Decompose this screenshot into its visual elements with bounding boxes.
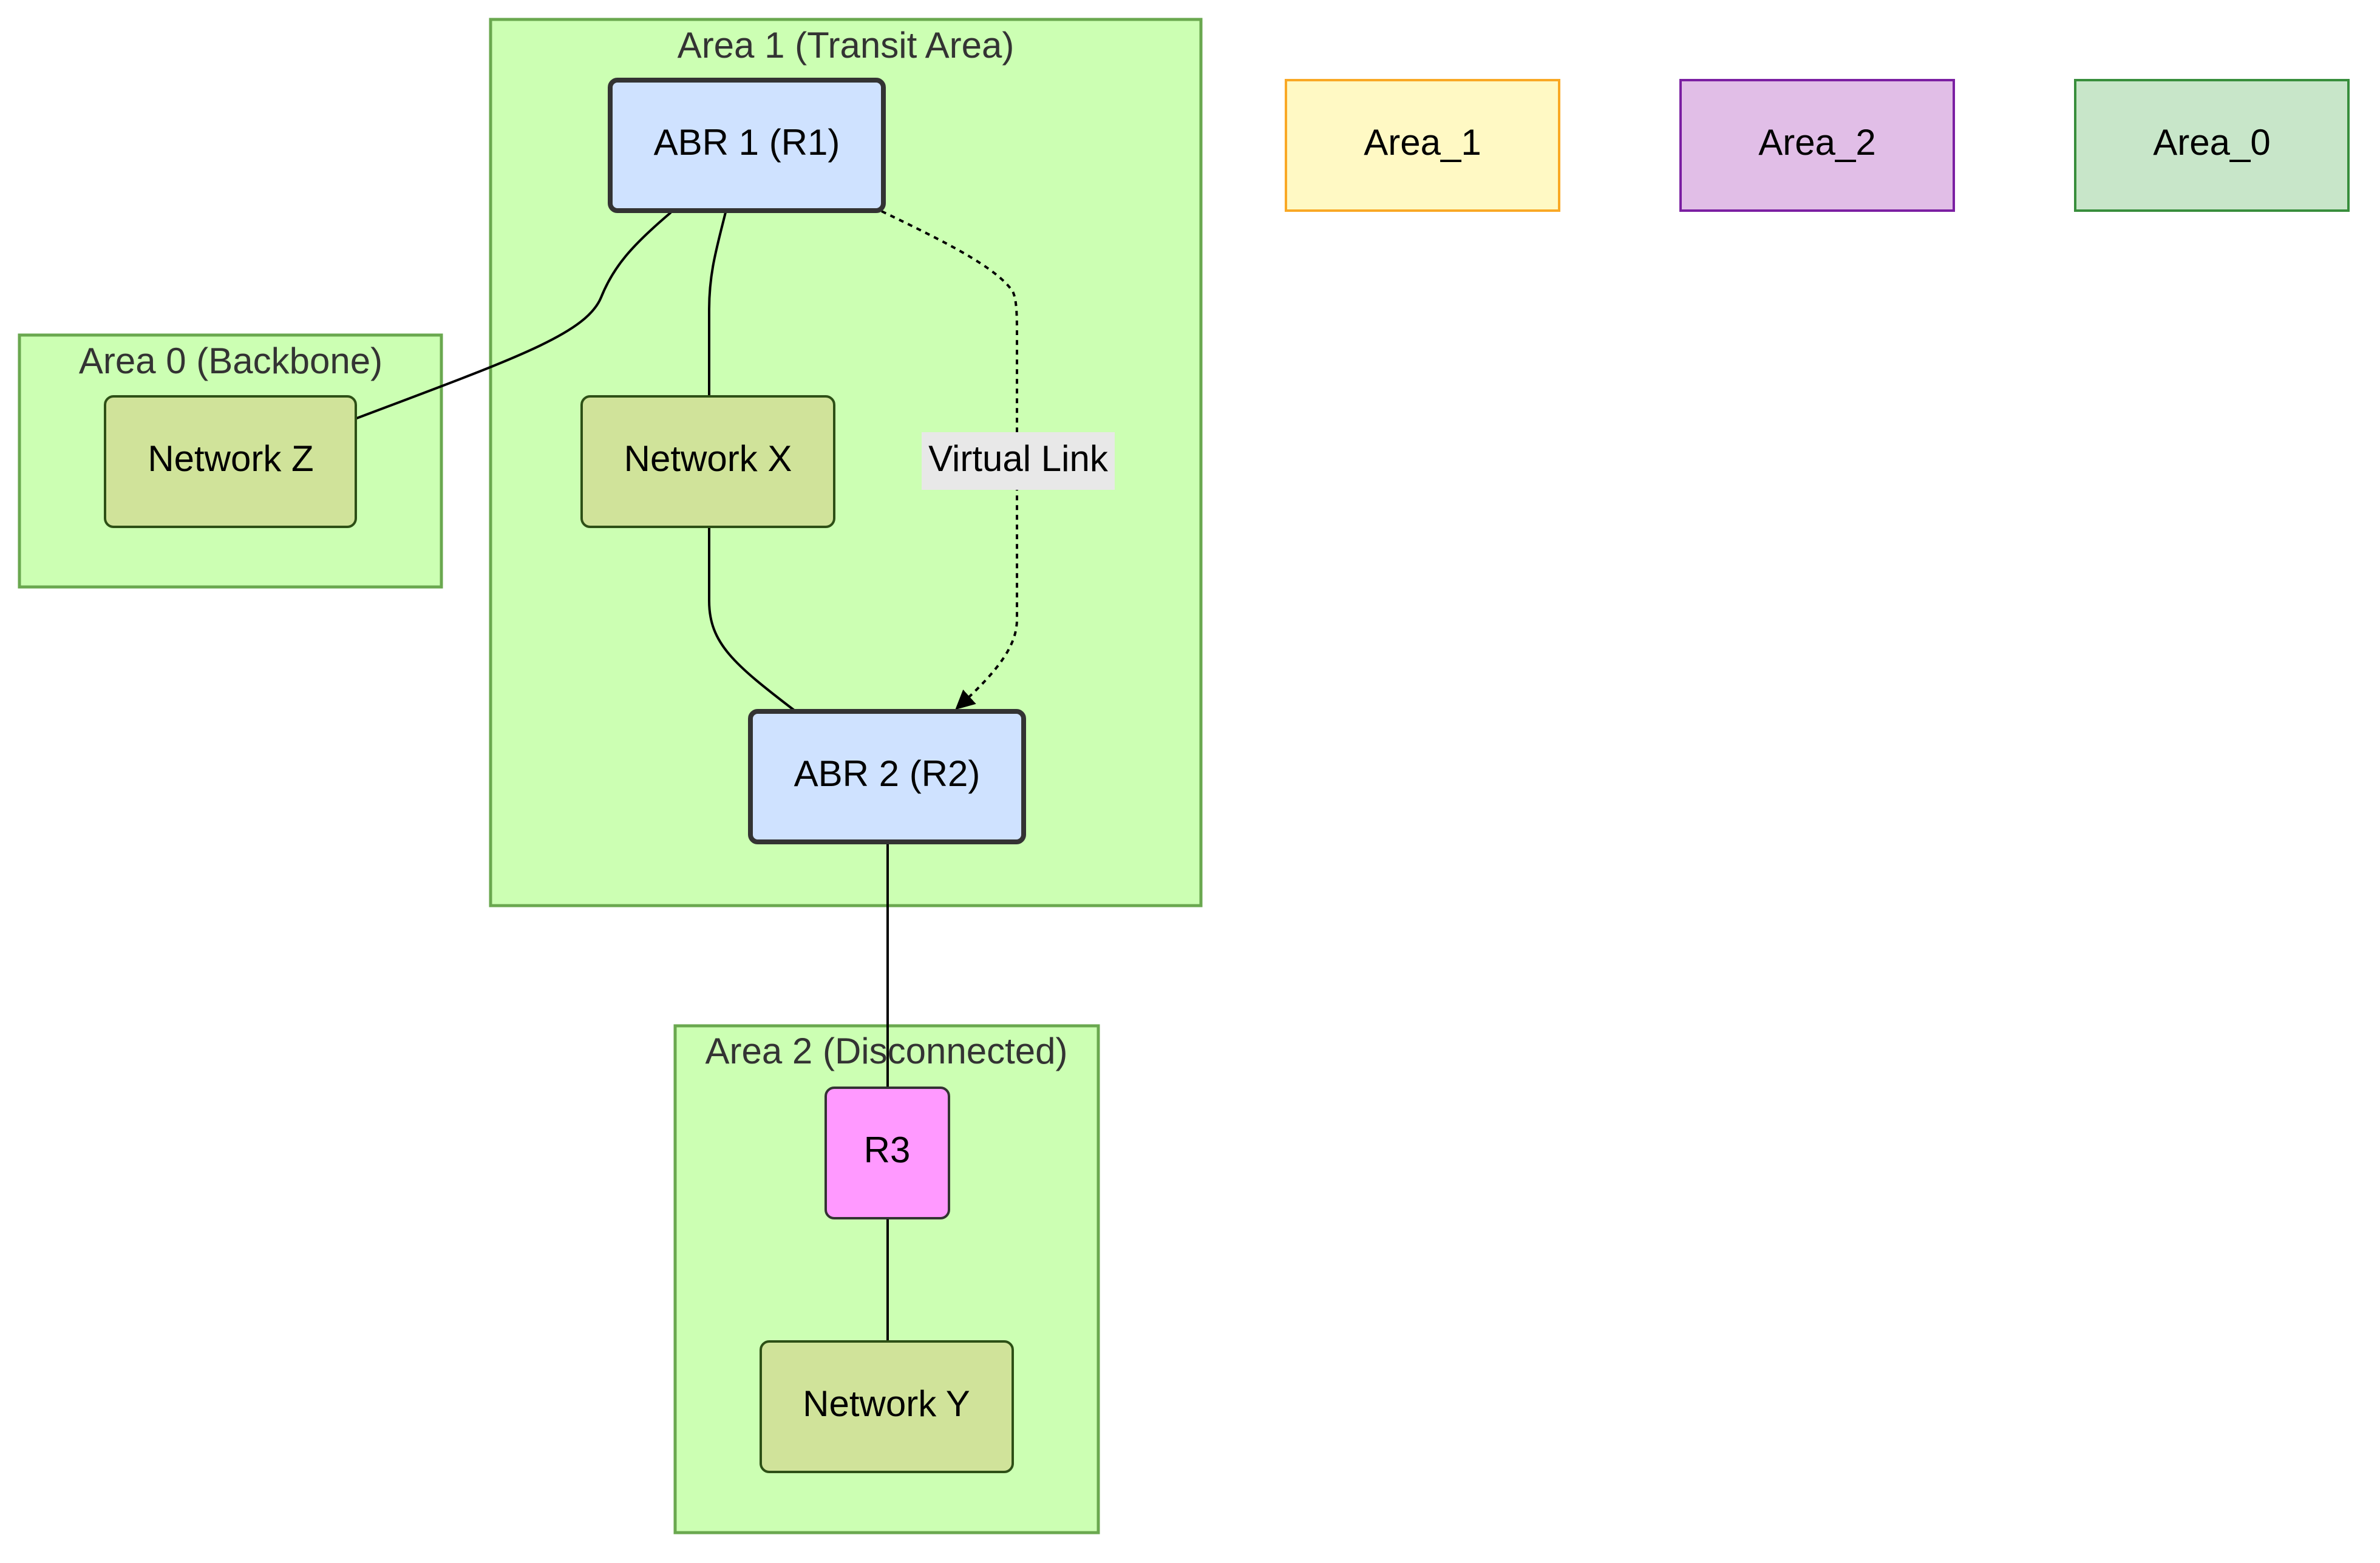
legend-area-2-label: Area_2 bbox=[1758, 122, 1875, 163]
edge-network-x-abr2 bbox=[708, 527, 795, 711]
virtual-link-label-bg bbox=[922, 432, 1115, 490]
network-x-node-box[interactable] bbox=[580, 395, 835, 528]
area-0-cluster-label: Area 0 (Backbone) bbox=[79, 341, 382, 381]
network-y-node-label: Network Y bbox=[803, 1383, 970, 1424]
network-z-node-box[interactable] bbox=[104, 395, 357, 528]
edge-abr1-network-x bbox=[708, 212, 727, 396]
abr2-node-box[interactable] bbox=[748, 709, 1026, 844]
network-y-node-box[interactable] bbox=[760, 1340, 1014, 1473]
abr1-node-box[interactable] bbox=[608, 78, 886, 213]
legend-area-0-label: Area_0 bbox=[2153, 122, 2270, 163]
abr2-node-label: ABR 2 (R2) bbox=[794, 753, 981, 794]
network-x-node-label: Network X bbox=[624, 438, 792, 479]
abr1-node[interactable]: ABR 1 (R1) bbox=[608, 78, 886, 213]
network-y-node[interactable]: Network Y bbox=[760, 1340, 1014, 1473]
legend-area-1-box[interactable] bbox=[1285, 79, 1560, 212]
legend-area-0[interactable]: Area_0 bbox=[2074, 79, 2350, 212]
legend: Area_1 Area_2 Area_0 bbox=[1285, 79, 2350, 212]
network-x-node[interactable]: Network X bbox=[580, 395, 835, 528]
edge-abr1-network-z bbox=[355, 211, 672, 420]
virtual-link-label: Virtual Link bbox=[922, 432, 1115, 490]
legend-area-0-box[interactable] bbox=[2074, 79, 2350, 212]
r3-node-box[interactable] bbox=[824, 1087, 950, 1219]
network-z-node[interactable]: Network Z bbox=[104, 395, 357, 528]
legend-area-1-label: Area_1 bbox=[1364, 122, 1481, 163]
network-z-node-label: Network Z bbox=[148, 438, 313, 479]
legend-area-2[interactable]: Area_2 bbox=[1679, 79, 1955, 212]
area-1-cluster-label: Area 1 (Transit Area) bbox=[678, 25, 1015, 66]
r3-node-label: R3 bbox=[864, 1130, 911, 1170]
legend-area-2-box[interactable] bbox=[1679, 79, 1955, 212]
virtual-link-label-text: Virtual Link bbox=[928, 438, 1109, 479]
edges bbox=[355, 210, 1018, 1341]
r3-node[interactable]: R3 bbox=[824, 1087, 950, 1219]
legend-area-1[interactable]: Area_1 bbox=[1285, 79, 1560, 212]
abr2-node[interactable]: ABR 2 (R2) bbox=[748, 709, 1026, 844]
virtual-link-edge bbox=[881, 210, 1018, 710]
abr1-node-label: ABR 1 (R1) bbox=[654, 122, 840, 163]
